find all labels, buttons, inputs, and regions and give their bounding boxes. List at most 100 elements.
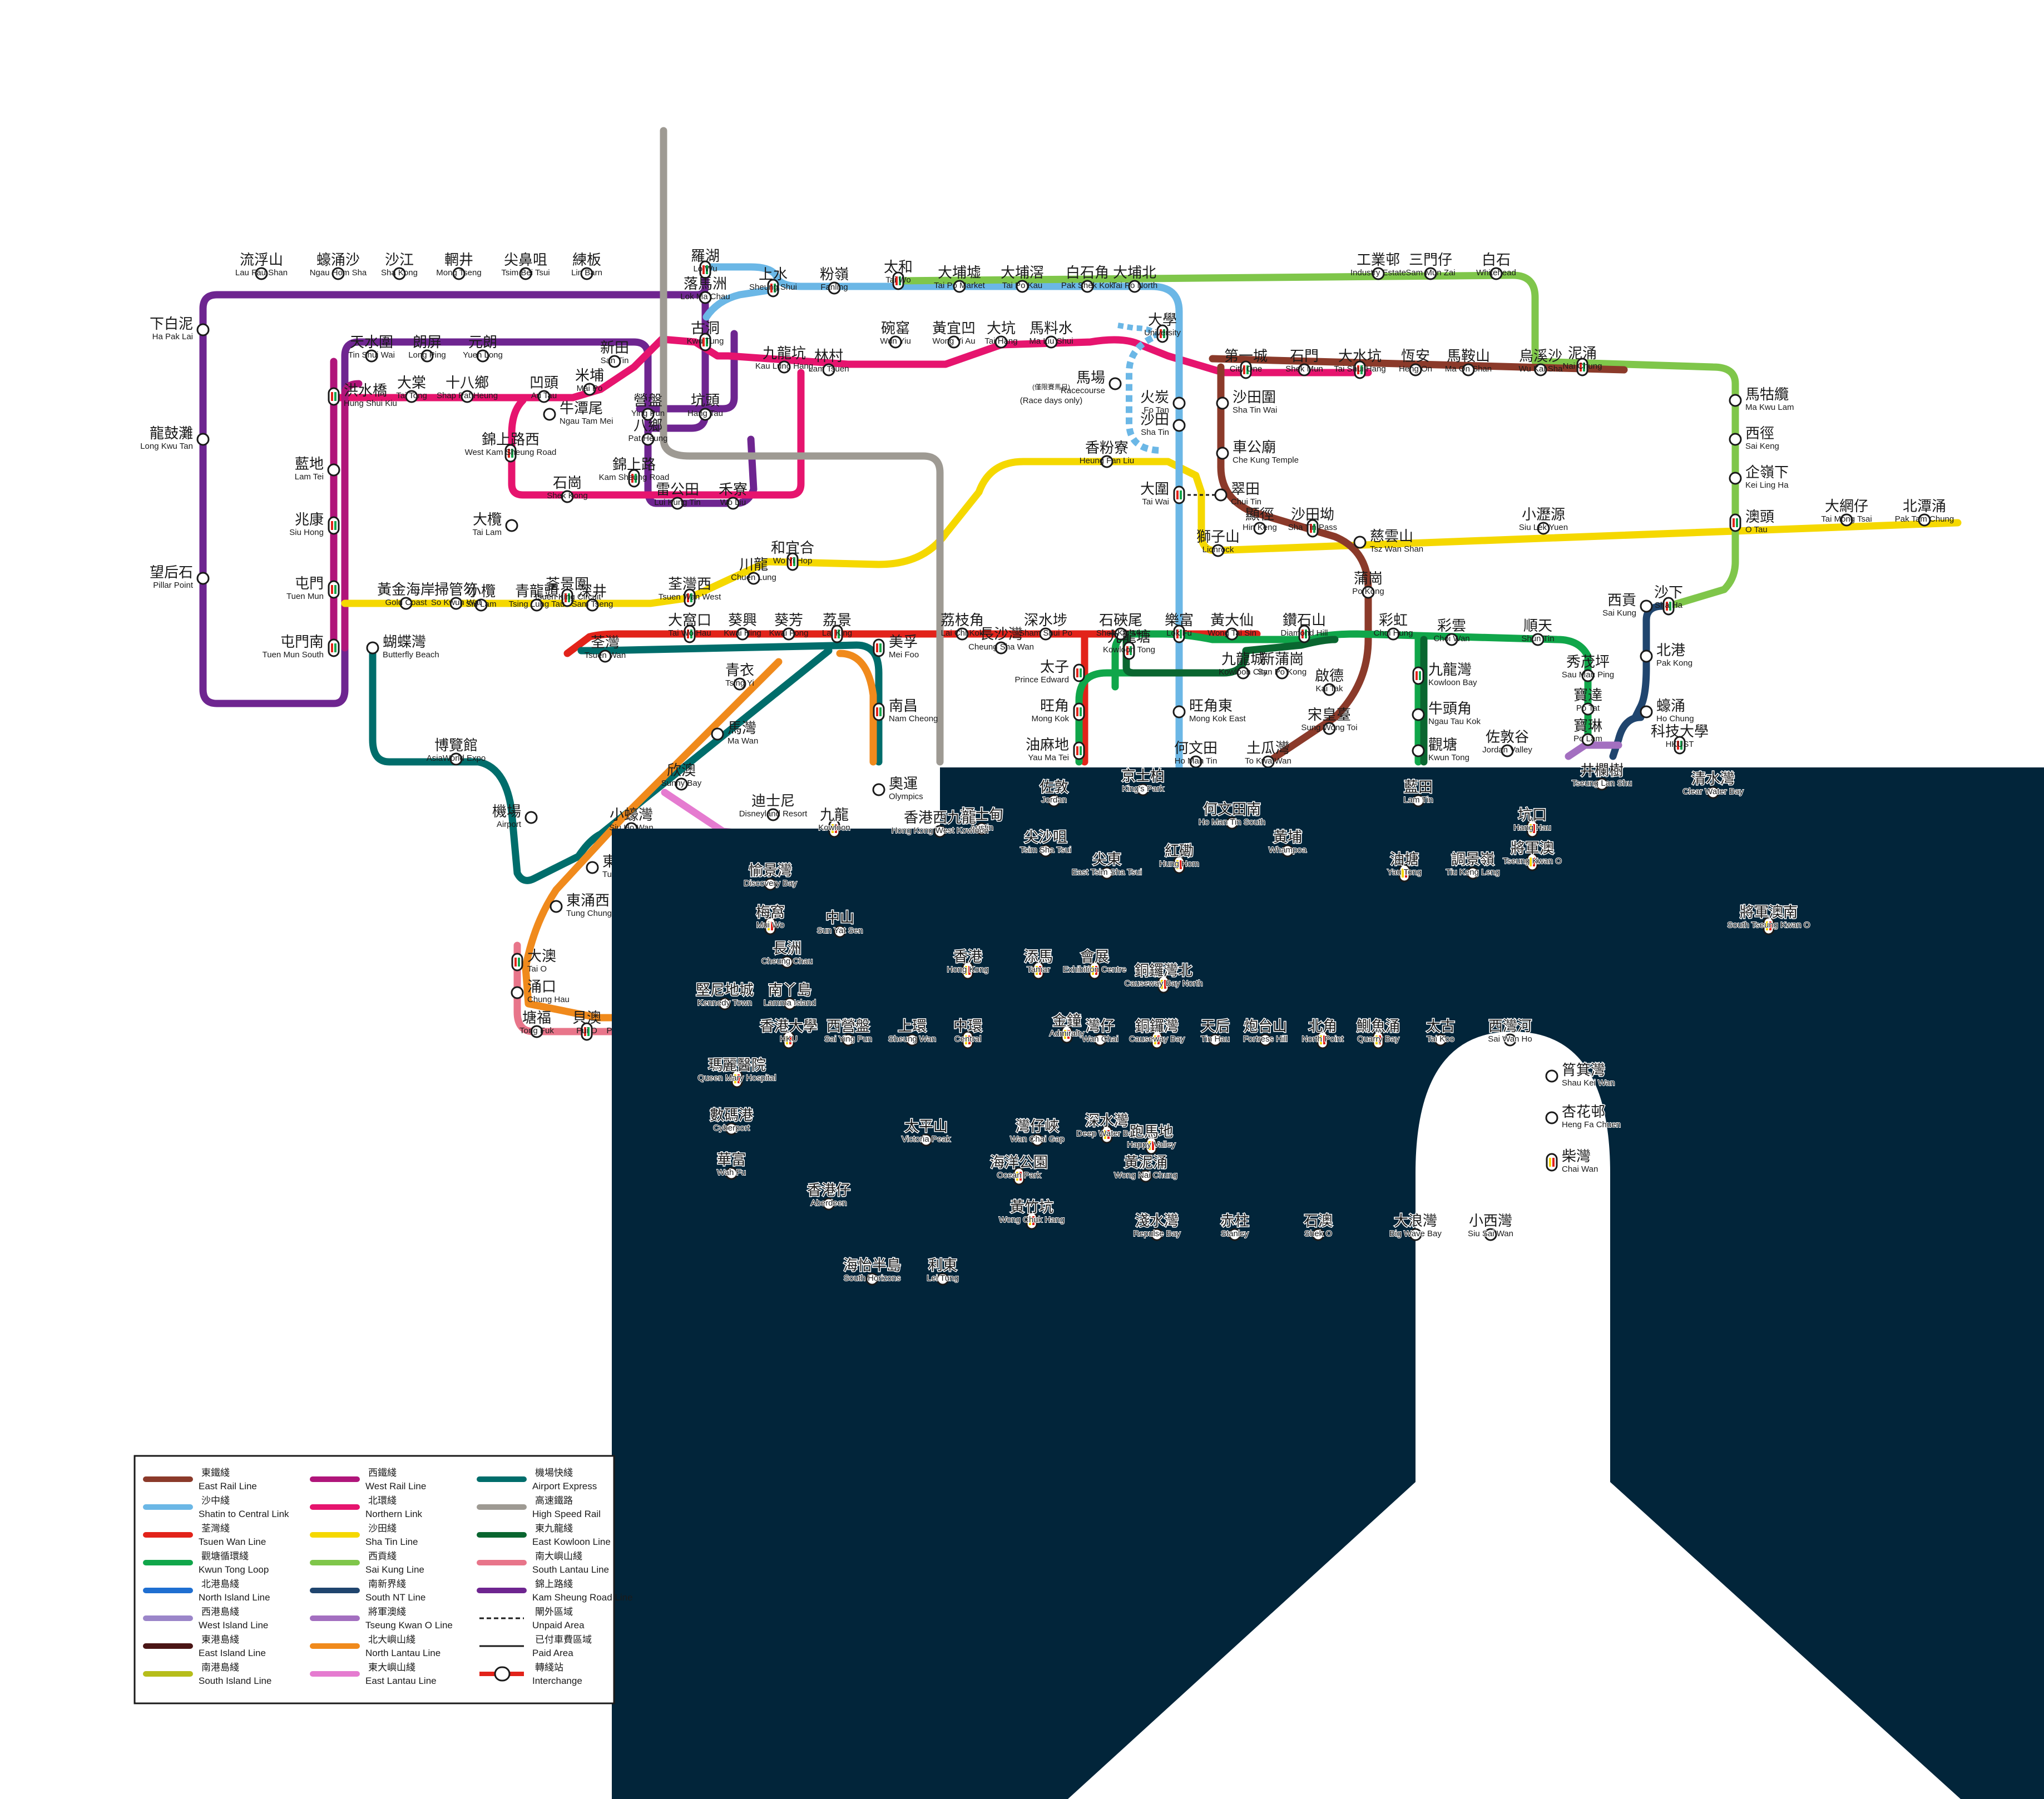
station-name-en: Whampoa: [1269, 845, 1307, 855]
station-name-zh: 禾寮: [719, 482, 748, 498]
station-marker: [1409, 1228, 1422, 1241]
station-name-zh: 欣澳: [667, 762, 696, 779]
station-name-en: Tsuen Wan: [585, 651, 626, 660]
legend-label-en: Unpaid Area: [532, 1620, 585, 1631]
station-name-zh: 西貢: [1607, 592, 1636, 609]
race-days-note-en: (Race days only): [1020, 396, 1083, 405]
station-name-zh: 大埔北: [1113, 265, 1156, 281]
station-name-zh: 火炭: [1140, 389, 1169, 406]
legend-label-en: West Rail Line: [365, 1481, 426, 1491]
station-name-en: San Po Kong: [1258, 667, 1306, 677]
station-name-zh: 藍田: [1404, 779, 1433, 796]
station-name-zh: 小蠔灣: [610, 807, 653, 824]
station-name-zh: 紅磡: [1165, 843, 1194, 860]
legend-label-zh: 北環綫: [368, 1495, 397, 1506]
station-marker: [780, 955, 794, 969]
station-name-en: Lok Fu: [1166, 628, 1192, 638]
station-name-en: Choi Hung: [1374, 628, 1413, 638]
legend-label-en: East Island Line: [199, 1648, 266, 1658]
station-name-zh: 中山: [825, 910, 854, 926]
station-name-zh: 葵興: [728, 612, 757, 629]
station-markers: [196, 260, 1931, 1041]
station-marker: [671, 497, 684, 510]
station-name-zh: 何文田: [1174, 740, 1218, 757]
legend-label-zh: 將軍澳綫: [368, 1607, 406, 1618]
station-marker: [1039, 627, 1052, 641]
station-name-zh: 車公廟: [1233, 439, 1276, 456]
station-name-zh: 沙田圍: [1233, 389, 1276, 406]
station-marker: [1139, 1169, 1152, 1183]
station-marker: [580, 267, 593, 280]
station-name-en: Mei Foo: [889, 650, 919, 660]
interchange-marker: [699, 260, 711, 279]
station-name-en: Wong Chuk Hang: [999, 1215, 1065, 1225]
station-name-zh: 沙江: [385, 252, 414, 269]
interchange-marker: [962, 1030, 974, 1049]
station-marker: [1259, 1033, 1272, 1047]
legend-label-en: West Island Line: [199, 1620, 268, 1631]
station-name-zh: 啟德: [1315, 668, 1344, 685]
station-name-zh: 博覽館: [434, 737, 478, 754]
rail-lines: [199, 127, 1962, 1035]
station-name-zh: 大水坑: [1338, 348, 1382, 365]
legend-label-zh: 北港島綫: [201, 1579, 239, 1590]
station-marker: [956, 627, 969, 641]
station-name-en: Racecourse: [1061, 386, 1105, 395]
station-marker: [699, 408, 712, 421]
station-name-en: Lok Ma Chau: [680, 292, 730, 301]
station-name-en: Causeway Bay: [1129, 1034, 1185, 1044]
station-name-zh: 太平山: [904, 1118, 948, 1135]
station-name-en: Hung Shui Kiu: [344, 399, 397, 408]
station-name-en: Wan Chai Gap: [1010, 1134, 1065, 1144]
station-marker: [365, 349, 378, 363]
station-marker: [1323, 683, 1336, 696]
legend-label-en: South NT Line: [365, 1592, 425, 1603]
station-marker: [255, 267, 268, 280]
station-name-en: Lam Tsuen: [808, 364, 849, 374]
station-name-en: Lamma Island: [764, 998, 816, 1008]
station-name-zh: 米埔: [575, 368, 604, 384]
station-name-en: Shek Mun: [1285, 364, 1323, 374]
interchange-marker: [1026, 1211, 1038, 1230]
station-name-zh: 黃竹坑: [1010, 1199, 1053, 1216]
station-name-zh: 東涌西: [566, 893, 610, 909]
station-name-zh: 美孚: [889, 634, 918, 651]
station-name-zh: 大欖: [473, 512, 502, 528]
station-name-zh: 大埔滘: [1001, 265, 1044, 281]
station-marker: [1640, 705, 1653, 718]
station-marker: [1531, 633, 1545, 646]
station-marker: [1016, 280, 1029, 293]
station-name-zh: 將軍澳南: [1740, 904, 1798, 921]
station-name-zh: 大圍: [1140, 481, 1169, 498]
station-name-zh: 工業邨: [1357, 252, 1400, 269]
station-marker: [196, 433, 210, 446]
station-name-zh: 石門: [1290, 348, 1319, 365]
station-name-zh: 獅子山: [1196, 529, 1240, 546]
station-name-en: Ma Liu Shui: [1029, 336, 1073, 346]
station-name-en: Kennedy Town: [697, 998, 752, 1008]
station-marker: [1323, 722, 1336, 735]
interchange-marker: [1240, 360, 1252, 379]
station-name-zh: 馬料水: [1030, 320, 1073, 337]
station-name-en: Sunny Bay: [661, 779, 702, 788]
station-name-en: Sung Wong Toi: [1301, 723, 1357, 732]
station-marker: [828, 281, 841, 295]
station-name-en: Fo Tan: [1144, 405, 1169, 415]
legend-label-en: Sha Tin Line: [365, 1537, 418, 1547]
interchange-marker: [1317, 1030, 1329, 1049]
station-name-zh: 小瀝源: [1522, 507, 1565, 523]
station-name-zh: 大學: [1148, 312, 1177, 329]
station-marker: [766, 808, 780, 821]
station-name-zh: 北潭涌: [1903, 498, 1946, 515]
interchange-marker: [1157, 975, 1170, 994]
station-name-zh: 川龍: [739, 557, 768, 573]
station-name-en: Ha Pak Lai: [152, 332, 193, 341]
station-marker: [1114, 627, 1127, 641]
legend-label-en: Tseung Kwan O Line: [365, 1620, 453, 1631]
station-name-zh: 龍鼓灘: [150, 425, 193, 442]
station-name-en: Tai Po Market: [934, 281, 986, 290]
station-name-zh: 羅湖: [691, 248, 720, 265]
